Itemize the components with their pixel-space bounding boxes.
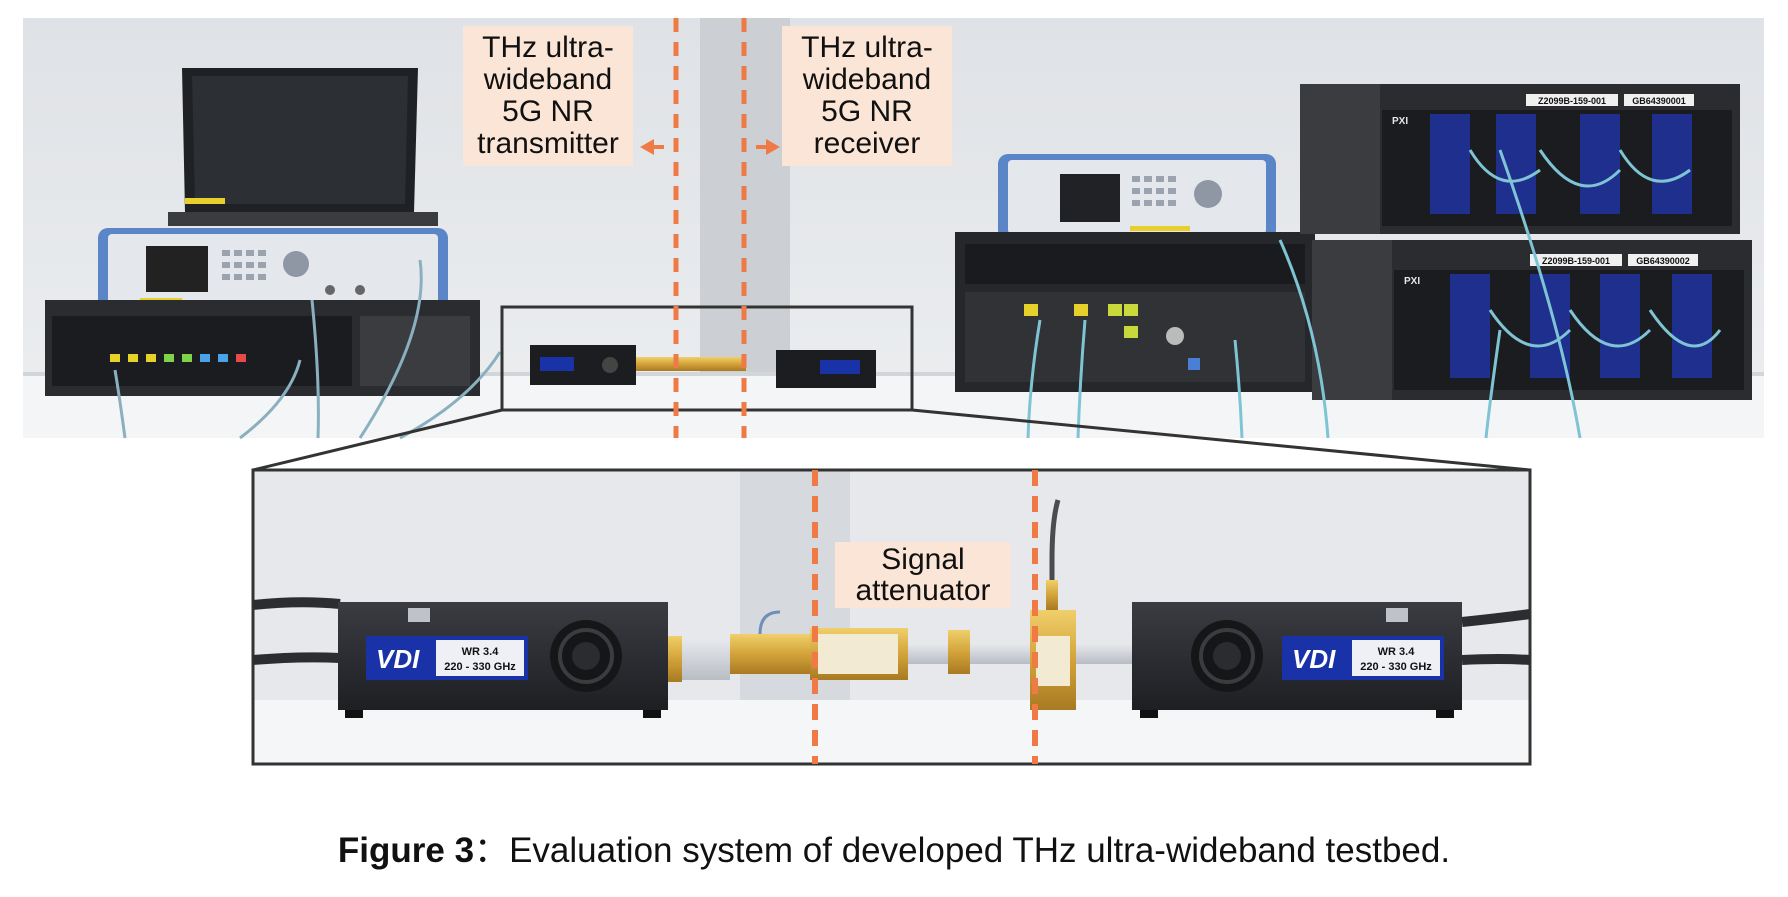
laptop [168, 68, 438, 226]
caption-label: Figure 3 [337, 831, 475, 870]
receiver-label-line-4: receiver [813, 127, 921, 160]
cables-right [1026, 149, 1722, 439]
receiver-label: THz ultra- wideband 5G NR receiver [782, 26, 952, 166]
receiver-label-line-1: THz ultra- [801, 31, 933, 64]
arrow-right-icon [756, 139, 780, 155]
vdi-left-band: WR 3.4 [462, 646, 500, 658]
top-module-rx [776, 350, 876, 388]
pxi-chassis-left [45, 300, 480, 396]
rack-bottom-brand: PXI [1404, 276, 1420, 287]
caption-text: Evaluation system of developed THz ultra… [509, 831, 1451, 870]
rack-top-brand: PXI [1392, 116, 1408, 127]
cables-left [113, 259, 502, 440]
rack-bottom-label-2: GB64390002 [1636, 256, 1690, 266]
signal-analyzer-right [998, 154, 1276, 240]
receiver-label-line-2: wideband [802, 63, 932, 96]
fan-icon [1191, 620, 1263, 692]
zoom-connector-right [911, 408, 1531, 472]
top-attenuator [636, 357, 746, 371]
transmitter-label-line-2: wideband [483, 63, 613, 96]
rack-top-label-2: GB64390001 [1632, 96, 1686, 106]
attenuator-label-line-2: attenuator [855, 574, 991, 607]
vdi-module-right: VDI WR 3.4 220 - 330 GHz [1132, 602, 1462, 718]
caption-separator: ： [474, 831, 510, 870]
receiver-label-line-3: 5G NR [821, 95, 913, 128]
vdi-logo-left: VDI [376, 644, 420, 674]
transmitter-label-line-4: transmitter [477, 127, 619, 160]
rack-bottom-label-1: Z2099B-159-001 [1542, 256, 1610, 266]
figure-caption: Figure 3：Evaluation system of developed … [0, 822, 1788, 873]
signal-generator-left [98, 228, 448, 312]
vdi-right-range: 220 - 330 GHz [1360, 661, 1432, 673]
waveguide-chain [668, 499, 1146, 710]
transmitter-label-line-1: THz ultra- [482, 31, 614, 64]
arrow-left-icon [640, 139, 664, 155]
coupler-cable [1049, 499, 1061, 610]
zoom-photo: VDI WR 3.4 220 - 330 GHz [251, 468, 1532, 766]
attenuator-label: Signal attenuator [835, 542, 1011, 608]
pxi-rack-bottom: Z2099B-159-001 GB64390002 PXI [1312, 240, 1752, 400]
pxi-chassis-right [955, 232, 1315, 392]
vdi-module-left: VDI WR 3.4 220 - 330 GHz [338, 602, 668, 718]
transmitter-label-line-3: 5G NR [502, 95, 594, 128]
transmitter-label: THz ultra- wideband 5G NR transmitter [463, 26, 633, 166]
zoom-connector-left [252, 408, 503, 472]
vdi-left-range: 220 - 330 GHz [444, 661, 516, 673]
fan-icon [550, 620, 622, 692]
zoom-region [500, 305, 914, 412]
attenuator-label-line-1: Signal [881, 543, 965, 576]
vdi-right-band: WR 3.4 [1378, 646, 1416, 658]
rack-top-label-1: Z2099B-159-001 [1538, 96, 1606, 106]
vdi-logo-right: VDI [1292, 644, 1336, 674]
top-module-tx [530, 345, 636, 385]
pxi-rack-top: Z2099B-159-001 GB64390001 PXI [1300, 84, 1740, 234]
